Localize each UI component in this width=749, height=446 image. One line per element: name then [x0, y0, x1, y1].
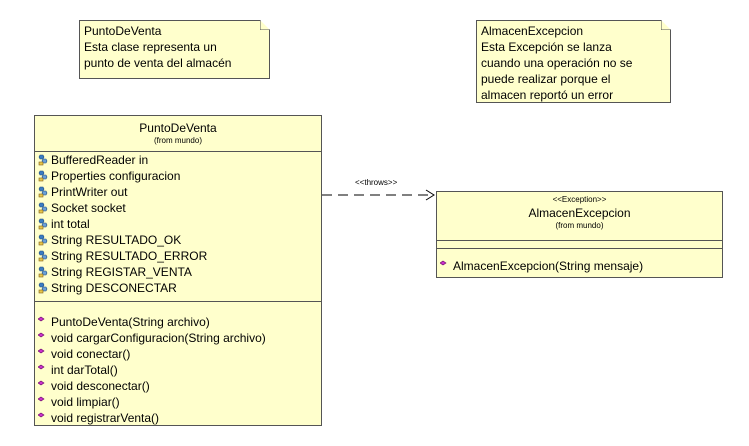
note-almacen-excepcion: AlmacenExcepcion Esta Excepción se lanza…: [476, 20, 671, 103]
operation-icon: [38, 396, 45, 402]
attribute-text: String REGISTAR_VENTA: [51, 265, 192, 279]
operation-text: AlmacenExcepcion(String mensaje): [453, 259, 644, 273]
attributes-section: BufferedReader in Properties configuracio…: [35, 152, 321, 302]
class-almacen-excepcion[interactable]: <<Exception>> AlmacenExcepcion (from mun…: [436, 191, 723, 278]
class-name: AlmacenExcepcion: [528, 206, 631, 220]
note-punto-de-venta: PuntoDeVenta Esta clase representa un pu…: [79, 20, 270, 79]
operation-row[interactable]: void conectar(): [35, 346, 321, 362]
attribute-icon: [38, 170, 48, 182]
operation-icon: [38, 380, 45, 386]
operation-row[interactable]: PuntoDeVenta(String archivo): [35, 314, 321, 330]
attribute-icon: [38, 234, 48, 246]
note-line: AlmacenExcepcion: [481, 24, 584, 38]
operations-section: PuntoDeVenta(String archivo) void cargarC…: [35, 302, 321, 426]
attribute-icon: [38, 218, 48, 230]
note-line: almacen reportó un error: [481, 88, 614, 102]
operation-row[interactable]: void desconectar(): [35, 378, 321, 394]
attribute-icon: [38, 202, 48, 214]
note-line: cuando una operación no se: [481, 56, 633, 70]
note-line: Esta Excepción se lanza: [481, 40, 612, 54]
note-line: puede realizar porque el: [481, 72, 611, 86]
operation-icon: [38, 364, 45, 370]
attribute-row[interactable]: String RESULTADO_OK: [35, 232, 321, 248]
attribute-text: String RESULTADO_ERROR: [51, 249, 208, 263]
operation-text: PuntoDeVenta(String archivo): [51, 315, 210, 329]
operation-row[interactable]: int darTotal(): [35, 362, 321, 378]
attribute-icon: [38, 186, 48, 198]
attribute-text: int total: [51, 217, 90, 231]
operation-text: int darTotal(): [51, 363, 118, 377]
class-header: <<Exception>> AlmacenExcepcion (from mun…: [437, 192, 722, 241]
operation-icon: [38, 348, 45, 354]
attribute-row[interactable]: int total: [35, 216, 321, 232]
attribute-icon: [38, 154, 48, 166]
attribute-row[interactable]: String REGISTAR_VENTA: [35, 264, 321, 280]
operation-text: void limpiar(): [51, 395, 120, 409]
attribute-row[interactable]: String RESULTADO_ERROR: [35, 248, 321, 264]
note-fold-icon: [661, 20, 671, 30]
operation-row[interactable]: void limpiar(): [35, 394, 321, 410]
operation-icon: [440, 260, 447, 266]
note-fold-icon: [260, 20, 270, 30]
note-line: PuntoDeVenta: [84, 24, 162, 38]
class-header: PuntoDeVenta (from mundo): [35, 116, 321, 152]
note-line: Esta clase representa un: [84, 40, 217, 54]
operations-section: AlmacenExcepcion(String mensaje): [437, 249, 722, 274]
attribute-text: PrintWriter out: [51, 185, 128, 199]
attributes-section: [437, 241, 722, 249]
attribute-row[interactable]: BufferedReader in: [35, 152, 321, 168]
attribute-row[interactable]: Socket socket: [35, 200, 321, 216]
attribute-row[interactable]: Properties configuracion: [35, 168, 321, 184]
operation-icon: [38, 332, 45, 338]
operation-icon: [38, 316, 45, 322]
operation-row[interactable]: void registrarVenta(): [35, 410, 321, 426]
operation-row[interactable]: void cargarConfiguracion(String archivo): [35, 330, 321, 346]
operation-text: void desconectar(): [51, 379, 150, 393]
class-package: (from mundo): [153, 136, 202, 145]
attribute-text: String DESCONECTAR: [51, 281, 177, 295]
class-stereotype: <<Exception>>: [552, 195, 607, 204]
attribute-icon: [38, 266, 48, 278]
operation-row[interactable]: AlmacenExcepcion(String mensaje): [437, 258, 722, 274]
operation-icon: [38, 412, 45, 418]
attribute-icon: [38, 282, 48, 294]
class-punto-de-venta[interactable]: PuntoDeVenta (from mundo) BufferedReader…: [34, 115, 322, 426]
attribute-text: String RESULTADO_OK: [51, 233, 182, 247]
operation-text: void cargarConfiguracion(String archivo): [51, 331, 266, 345]
operation-text: void registrarVenta(): [51, 411, 160, 425]
attribute-text: BufferedReader in: [51, 153, 149, 167]
class-package: (from mundo): [555, 221, 604, 230]
class-name: PuntoDeVenta: [139, 121, 217, 135]
attribute-text: Properties configuracion: [51, 169, 181, 183]
attribute-row[interactable]: PrintWriter out: [35, 184, 321, 200]
attribute-icon: [38, 250, 48, 262]
operation-text: void conectar(): [51, 347, 131, 361]
throws-label: <<throws>>: [355, 178, 398, 187]
attribute-text: Socket socket: [51, 201, 126, 215]
note-line: punto de venta del almacén: [84, 56, 232, 70]
attribute-row[interactable]: String DESCONECTAR: [35, 280, 321, 296]
